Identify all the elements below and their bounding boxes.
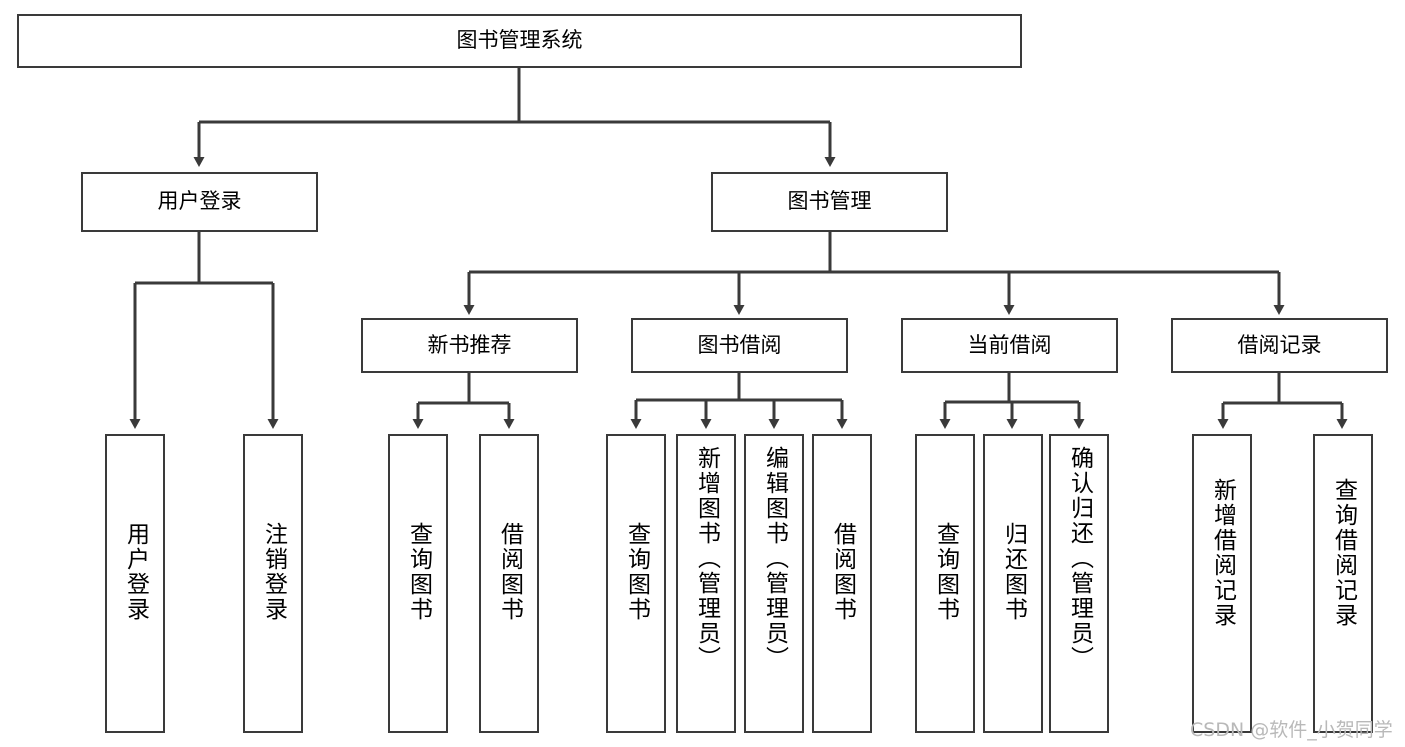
node-label: 用户登录 [157, 189, 242, 214]
node-label: 注销登录 [260, 522, 287, 622]
node-label: 图书管理 [787, 189, 872, 214]
node-leaf-edit-book-admin[interactable]: 编辑图书（管理员） [744, 434, 804, 733]
node-leaf-add-book-admin[interactable]: 新增图书（管理员） [676, 434, 736, 733]
node-label: 查询图书 [932, 522, 959, 622]
node-label: 编辑图书（管理员） [761, 446, 788, 671]
node-label: 借阅记录 [1237, 332, 1322, 357]
node-leaf-confirm-return-admin[interactable]: 确认归还（管理员） [1049, 434, 1109, 733]
node-label: 新增图书（管理员） [693, 446, 720, 671]
node-leaf-query-books-current[interactable]: 查询图书 [915, 434, 975, 733]
node-label: 查询图书 [623, 522, 650, 622]
node-label: 归还图书 [1000, 522, 1027, 622]
node-leaf-logout[interactable]: 注销登录 [243, 434, 303, 733]
node-label: 查询图书 [405, 522, 432, 622]
node-label: 确认归还（管理员） [1066, 446, 1093, 671]
node-label: 借阅图书 [496, 522, 523, 622]
node-book-borrowing[interactable]: 图书借阅 [631, 318, 848, 373]
node-leaf-return-books[interactable]: 归还图书 [983, 434, 1043, 733]
node-label: 借阅图书 [829, 522, 856, 622]
node-borrow-records[interactable]: 借阅记录 [1171, 318, 1388, 373]
node-label: 用户登录 [122, 522, 149, 622]
node-leaf-borrow-books-borrowing[interactable]: 借阅图书 [812, 434, 872, 733]
node-current-borrowing[interactable]: 当前借阅 [901, 318, 1118, 373]
node-user-login[interactable]: 用户登录 [81, 172, 318, 232]
node-leaf-query-books-recommendation[interactable]: 查询图书 [388, 434, 448, 733]
node-leaf-borrow-books-recommendation[interactable]: 借阅图书 [479, 434, 539, 733]
node-label: 新书推荐 [427, 332, 512, 357]
node-new-book-recommendation[interactable]: 新书推荐 [361, 318, 578, 373]
node-label: 当前借阅 [967, 332, 1052, 357]
node-label: 图书管理系统 [456, 28, 583, 53]
node-book-management[interactable]: 图书管理 [711, 172, 948, 232]
node-label: 图书借阅 [697, 332, 782, 357]
node-label: 查询借阅记录 [1330, 478, 1357, 628]
node-leaf-add-borrow-record[interactable]: 新增借阅记录 [1192, 434, 1252, 733]
node-label: 新增借阅记录 [1209, 478, 1236, 628]
node-leaf-query-borrow-record[interactable]: 查询借阅记录 [1313, 434, 1373, 733]
node-leaf-query-books-borrowing[interactable]: 查询图书 [606, 434, 666, 733]
node-leaf-user-login[interactable]: 用户登录 [105, 434, 165, 733]
node-root-library-system[interactable]: 图书管理系统 [17, 14, 1022, 68]
